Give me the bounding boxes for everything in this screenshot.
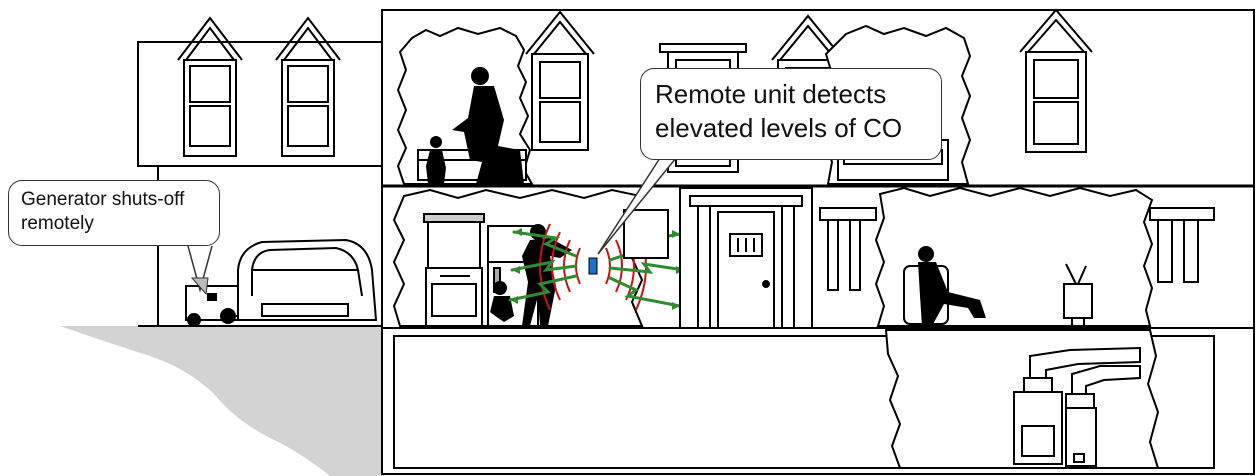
co-detector-unit [589,258,597,274]
ground-shadow [60,326,384,476]
generator-callout: Generator shuts-off remotely [8,180,220,246]
remote-unit-callout: Remote unit detects elevated levels of C… [640,68,942,160]
garage-dormer-2 [276,18,340,156]
front-door [680,188,812,328]
car [238,240,376,320]
garage-dormer-1 [178,18,242,156]
